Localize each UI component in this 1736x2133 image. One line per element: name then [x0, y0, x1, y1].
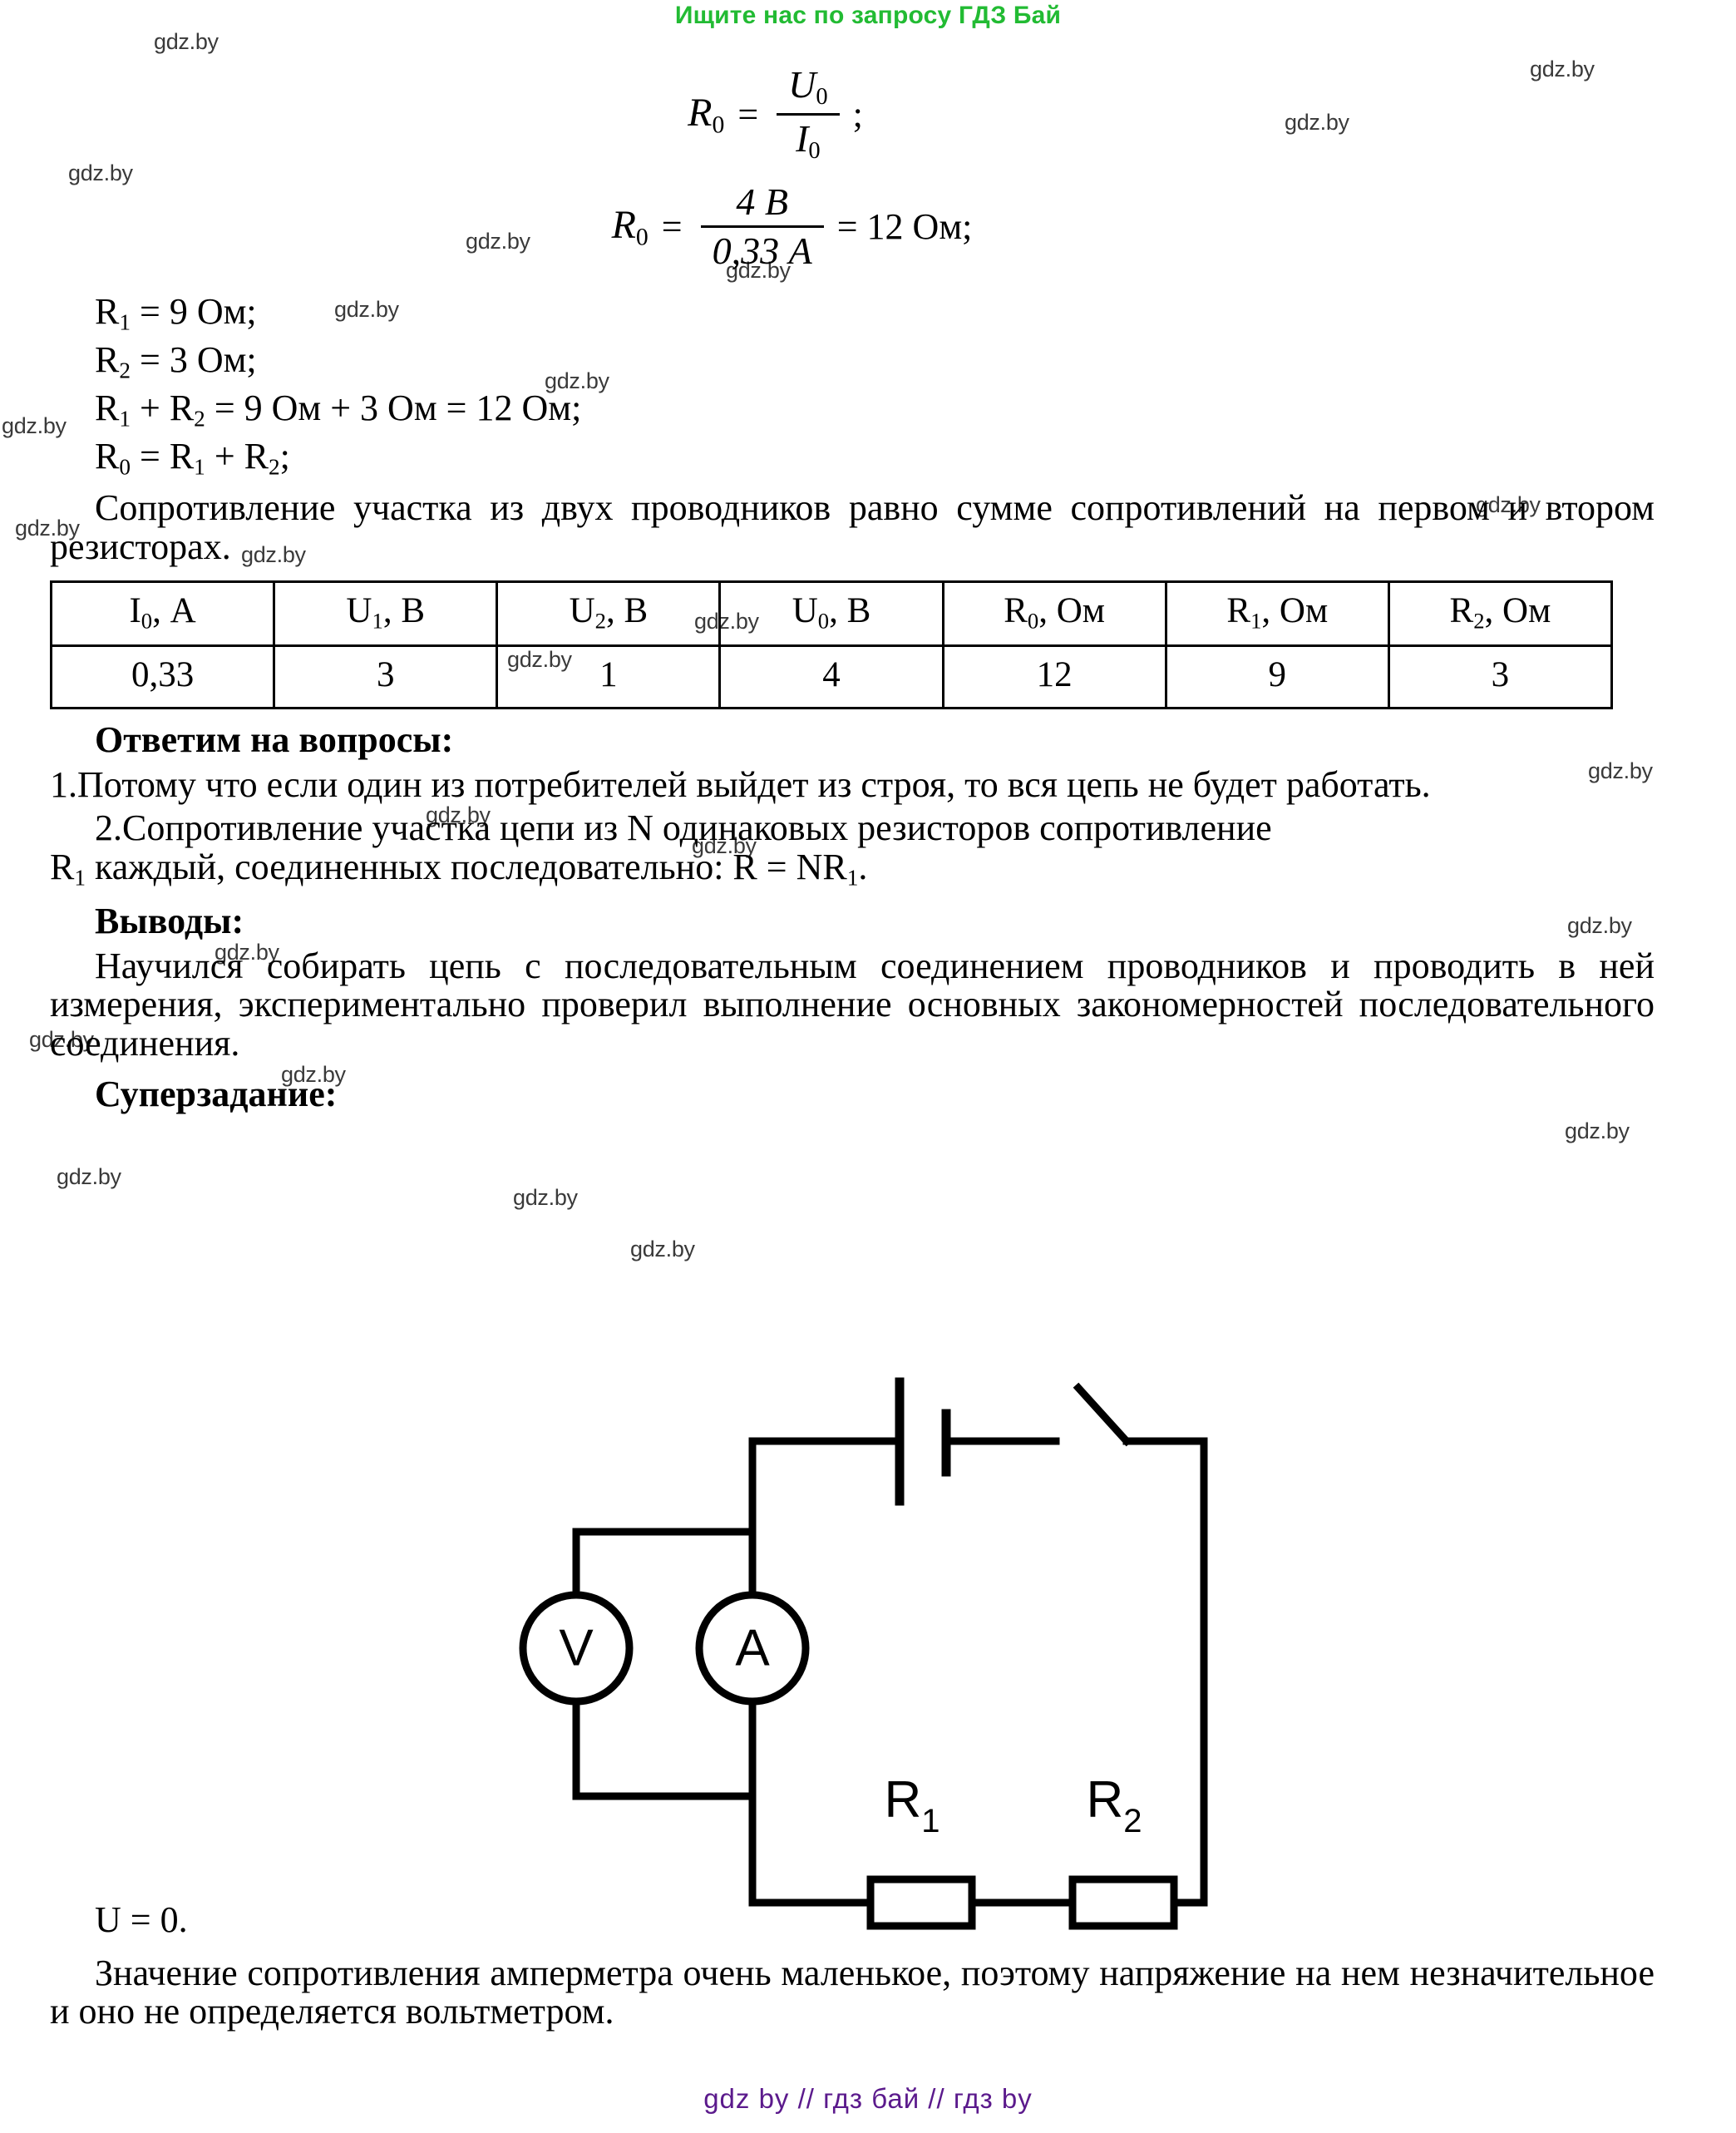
- circuit-diagram: V A R1 R2: [466, 1331, 1214, 1996]
- formula2-fraction-bar: [700, 225, 824, 229]
- formula2-denominator: 0,33 А: [712, 230, 812, 273]
- formula1-denominator: I0: [796, 116, 821, 164]
- watermark-label: gdz.by: [57, 1164, 121, 1189]
- voltmeter-label: V: [559, 1620, 594, 1677]
- r2-letter: R: [1086, 1771, 1123, 1829]
- result-section: U = 0. Значение сопротивления амперметра…: [50, 1901, 1700, 2032]
- conclusions-heading: Выводы:: [95, 900, 244, 941]
- formula2-lhs: R0: [611, 202, 649, 251]
- measurements-table: I0, А U1, В U2, В U0, В R0, Ом R1, Ом R2…: [49, 580, 1614, 709]
- resistor-r1-label: R1: [884, 1771, 940, 1839]
- table-header-cell: U2, В: [496, 580, 722, 647]
- table-cell: 3: [273, 644, 499, 709]
- site-footer-links: gdz by // гдз бай // гдз by: [703, 2083, 1033, 2114]
- formula1-numerator: U0: [788, 63, 828, 110]
- r1-letter: R: [884, 1771, 921, 1829]
- table-cell: 4: [718, 644, 944, 709]
- table-cell: 3: [1387, 644, 1614, 709]
- formula1-fraction-bar: [777, 112, 840, 116]
- table-header-cell: R0, Ом: [941, 580, 1167, 647]
- document-page: R0 = U0 I0 ; R0 = 4 В 0,33 А = 12 Ом; R1…: [49, 0, 1700, 1114]
- ammeter-label: A: [735, 1620, 770, 1677]
- formula1-lhs: R0: [688, 90, 725, 139]
- r1-subscript: 1: [921, 1803, 940, 1839]
- formula2-result: = 12 Ом;: [836, 206, 973, 248]
- formula1-equals: =: [737, 93, 759, 135]
- table-header-cell: R2, Ом: [1387, 580, 1614, 647]
- equation-r1-plus-r2: R1 + R2 = 9 Ом + 3 Ом = 12 Ом;: [95, 388, 582, 432]
- table-header-cell: U0, В: [718, 580, 944, 647]
- table-cell: 0,33: [49, 644, 276, 709]
- resistor-r2-label: R2: [1086, 1771, 1142, 1839]
- statement-paragraph: Сопротивление участка из двух проводнико…: [50, 487, 1655, 567]
- answers-heading: Ответим на вопросы:: [95, 718, 454, 760]
- equation-r0-sum: R0 = R1 + R2;: [95, 436, 290, 481]
- formula2-equals: =: [661, 206, 683, 248]
- answer-question-2-line2: R1 каждый, соединенных последовательно: …: [50, 847, 868, 891]
- equation-r1: R1 = 9 Ом;: [95, 291, 257, 336]
- superbonus-heading: Суперзадание:: [95, 1073, 338, 1114]
- conclusions-text: Научился собирать цепь с последовательны…: [50, 945, 1655, 1064]
- table-cell: 12: [941, 644, 1167, 709]
- equation-r2: R2 = 3 Ом;: [95, 339, 257, 384]
- r2-subscript: 2: [1123, 1803, 1142, 1839]
- circuit-svg: V A R1 R2: [519, 1377, 1208, 1930]
- formula1-semicolon: ;: [852, 93, 863, 135]
- table-header-cell: I0, А: [49, 580, 276, 647]
- result-equation: U = 0.: [95, 1899, 188, 1940]
- watermark-label: gdz.by: [1565, 1118, 1630, 1143]
- answer-question-2-line1: 2.Сопротивление участка цепи из N одинак…: [95, 807, 1272, 849]
- formula-r0-definition: R0 = U0 I0 ;: [50, 63, 1700, 164]
- table-cell: 1: [496, 644, 722, 709]
- table-header-cell: R1, Ом: [1164, 580, 1390, 647]
- table-header-row: I0, А U1, В U2, В U0, В R0, Ом R1, Ом R2…: [49, 580, 1614, 647]
- answer-question-1: 1.Потому что если один из потребителей в…: [50, 763, 1431, 805]
- formula1-fraction: U0 I0: [777, 63, 840, 164]
- table-header-cell: U1, В: [273, 580, 499, 647]
- result-explanation: Значение сопротивления амперметра очень …: [50, 1952, 1655, 2032]
- table-cell: 9: [1164, 644, 1390, 709]
- watermark-label: gdz.by: [513, 1185, 578, 1210]
- formula-r0-calculation: R0 = 4 В 0,33 А = 12 Ом;: [50, 180, 1700, 273]
- formula2-numerator: 4 В: [736, 180, 788, 223]
- table-row: 0,33 3 1 4 12 9 3: [49, 644, 1614, 709]
- watermark-label: gdz.by: [630, 1237, 695, 1262]
- site-promo-banner: Ищите нас по запросу ГДЗ Бай: [674, 2, 1062, 29]
- formula2-fraction: 4 В 0,33 А: [700, 180, 824, 273]
- switch-lever: [1073, 1382, 1132, 1447]
